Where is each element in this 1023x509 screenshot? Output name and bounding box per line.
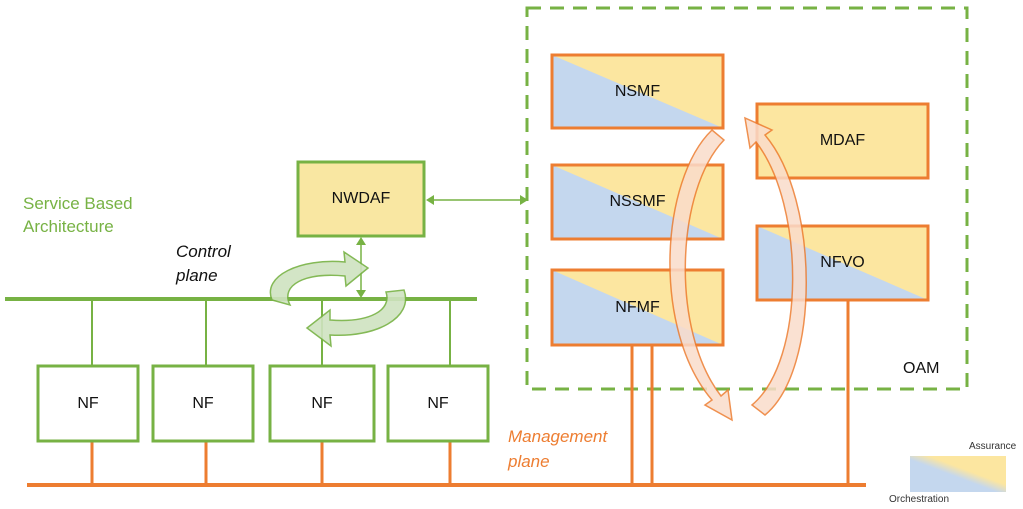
oam-loop-icon [669, 116, 807, 422]
legend-orchestration-label: Orchestration [889, 494, 950, 505]
nfmf-label: NFMF [615, 298, 660, 316]
nf-box [36, 364, 140, 443]
nf-box [151, 364, 255, 443]
nwdaf-box [296, 160, 426, 238]
nf-box [386, 364, 490, 443]
nfvo-label: NFVO [820, 254, 865, 271]
nssmf-label: NSSMF [609, 193, 666, 210]
oam-region [525, 6, 969, 391]
control-plane-line-2: plane [176, 266, 218, 285]
legend-assurance-label: Assurance [969, 441, 1017, 452]
nf-label: NF [427, 394, 449, 412]
control-plane-label: Control plane [176, 240, 231, 288]
arrowhead-left [426, 195, 434, 205]
management-plane-label: Management plane [508, 424, 607, 474]
sba-line-1: Service Based [23, 194, 133, 213]
service-based-architecture-label: Service Based Architecture [23, 192, 133, 238]
arrowhead-down [356, 290, 366, 298]
nf-label: NF [311, 394, 333, 412]
nf-label: NF [192, 394, 214, 412]
management-plane-line-2: plane [508, 452, 550, 471]
control-loop-icon [269, 250, 407, 348]
nwdaf-label: NWDAF [331, 190, 391, 207]
nsmf-label: NSMF [614, 82, 661, 100]
nf-box [268, 364, 376, 443]
management-plane-line-1: Management [508, 427, 608, 446]
arrowhead-right [520, 195, 528, 205]
nsmf-box [550, 53, 725, 130]
nf-label: NF [77, 394, 99, 412]
arrowhead-up [356, 237, 366, 245]
mdaf-label: MDAF [819, 132, 866, 149]
legend-swatch [910, 456, 1006, 492]
sba-line-2: Architecture [23, 217, 114, 236]
oam-label: OAM [903, 360, 940, 377]
control-plane-line-1: Control [176, 242, 231, 261]
